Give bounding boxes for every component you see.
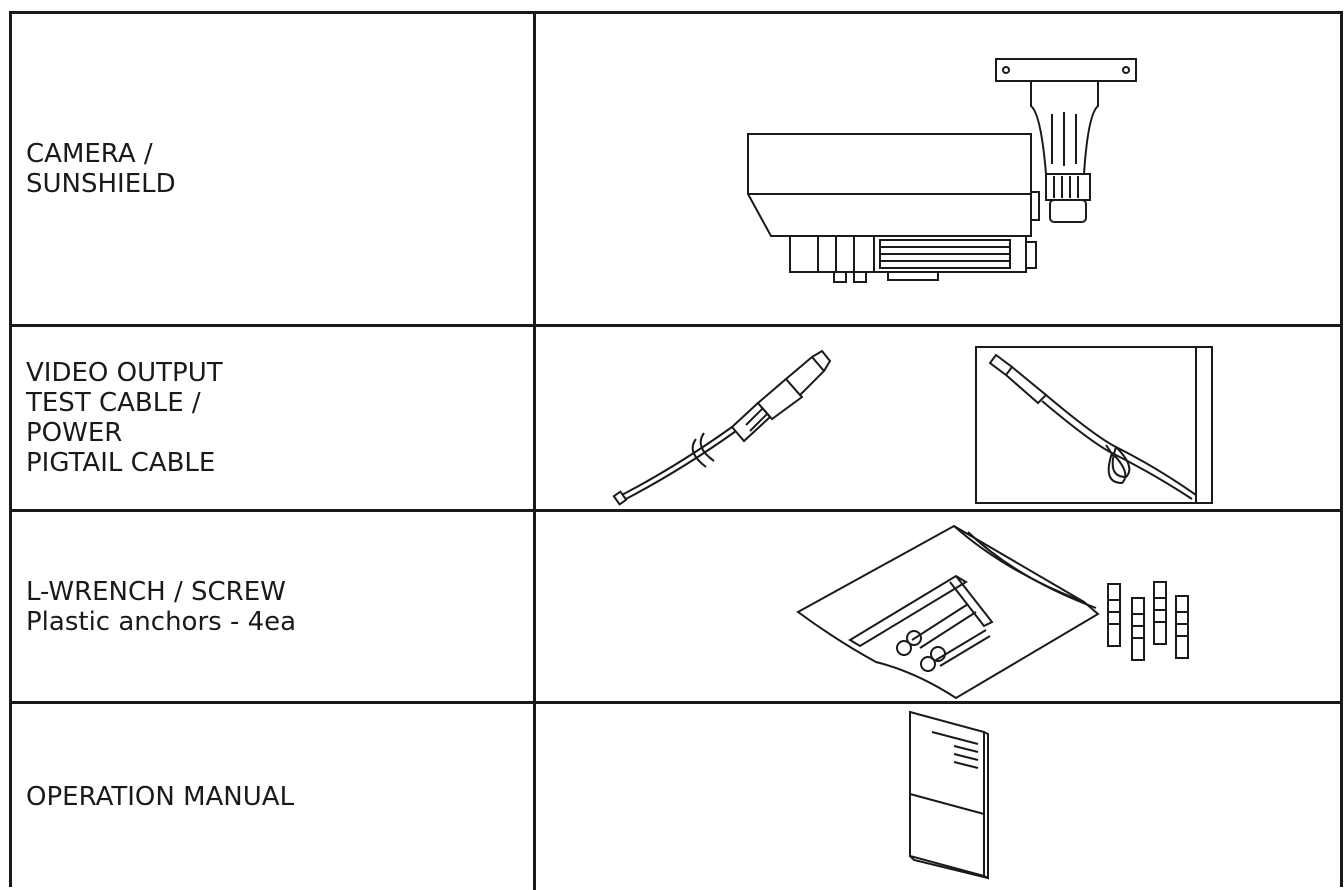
row-image-cell <box>536 512 1340 701</box>
table-row-cables: VIDEO OUTPUT TEST CABLE / POWER PIGTAIL … <box>12 327 1340 512</box>
screws-drawing <box>897 604 990 671</box>
camera-sunshield-illustration <box>536 14 1340 324</box>
row-label-manual: OPERATION MANUAL <box>26 782 295 812</box>
row-image-cell <box>536 704 1340 890</box>
cables-illustration <box>536 327 1340 509</box>
table-row-manual: OPERATION MANUAL <box>12 704 1340 890</box>
row-label-cell: OPERATION MANUAL <box>12 704 536 890</box>
row-label-hardware: L-WRENCH / SCREW Plastic anchors - 4ea <box>26 576 297 637</box>
row-label-cell: VIDEO OUTPUT TEST CABLE / POWER PIGTAIL … <box>12 327 536 509</box>
table-row-hardware: L-WRENCH / SCREW Plastic anchors - 4ea <box>12 512 1340 704</box>
row-label-camera: CAMERA / SUNSHIELD <box>26 139 176 199</box>
row-image-cell <box>536 14 1340 324</box>
bagged-power-cable-drawing <box>976 347 1212 503</box>
plastic-anchors-drawing <box>1108 582 1188 660</box>
row-label-cell: CAMERA / SUNSHIELD <box>12 14 536 324</box>
hardware-illustration <box>536 512 1340 701</box>
bnc-test-cable-drawing <box>614 351 830 504</box>
row-label-cell: L-WRENCH / SCREW Plastic anchors - 4ea <box>12 512 536 701</box>
table-row-camera: CAMERA / SUNSHIELD <box>12 14 1340 327</box>
row-image-cell <box>536 327 1340 509</box>
row-label-cables: VIDEO OUTPUT TEST CABLE / POWER PIGTAIL … <box>26 358 223 478</box>
operation-manual-illustration <box>536 704 1340 890</box>
package-contents-table: CAMERA / SUNSHIELD <box>9 11 1343 890</box>
